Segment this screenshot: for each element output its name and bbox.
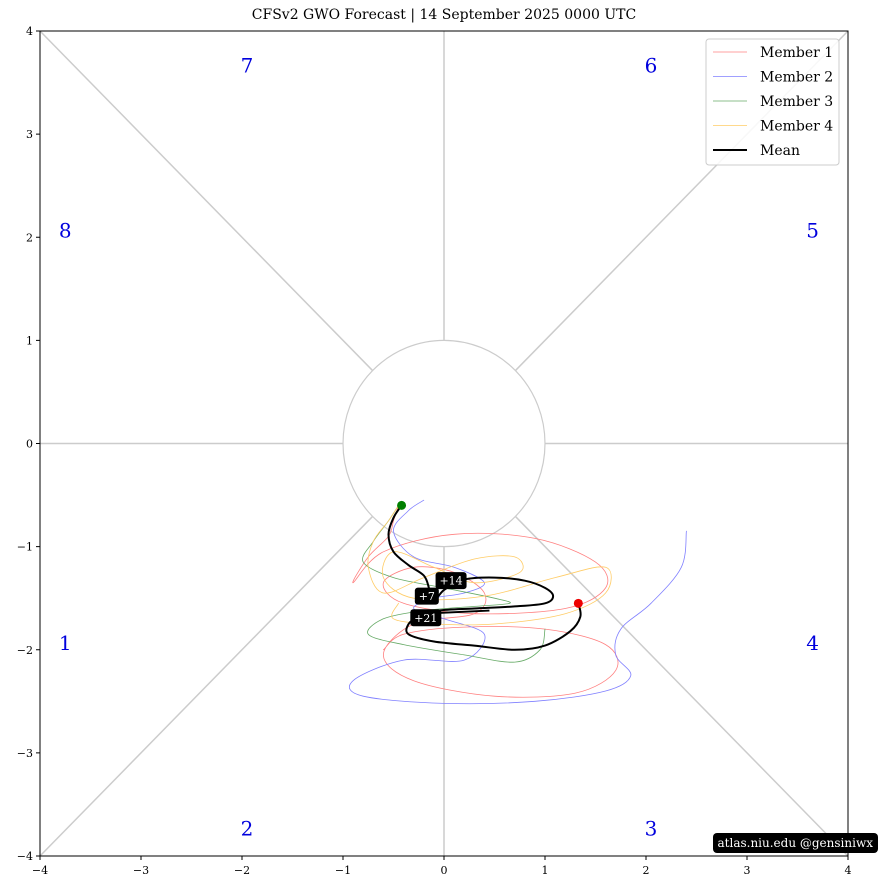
day-label: +7 [414,587,439,605]
legend-entry: Mean [760,143,800,159]
x-tick-label: −3 [133,864,149,877]
phase-label: 3 [645,817,658,841]
chart-title: CFSv2 GWO Forecast | 14 September 2025 0… [251,7,637,23]
day-label-box [410,609,442,627]
unit-circle [342,339,546,548]
day-label-text: +21 [414,612,437,625]
phase-label: 4 [806,631,819,655]
y-tick-label: 2 [26,231,33,244]
day-label: +14 [435,572,467,590]
phase-label: 5 [806,219,819,243]
axes-layer: −4 −3 −2 −1 0 1 2 3 4 −4 −3 −2 −1 0 1 2 3 4 [17,25,852,877]
series-layer [348,499,687,705]
phase-label: 7 [241,54,254,78]
legend-entry: Member 3 [760,94,833,110]
x-tick-label: 0 [441,864,448,877]
phase-label: 8 [59,219,72,243]
x-tick-label: 4 [845,864,852,877]
member-line [367,505,612,626]
member-line [352,505,619,698]
x-tick-label: −1 [335,864,351,877]
day-label-text: +14 [439,575,462,588]
phase-label: 1 [59,631,72,655]
end-point [573,598,583,608]
phase-label: 2 [241,817,254,841]
y-tick-label: 4 [26,25,33,38]
legend: Member 1 Member 2 Member 3 Member 4 Mean [705,38,840,166]
legend-entry: Member 1 [760,45,833,61]
member-line [362,505,546,663]
divider-line [514,515,849,857]
y-tick-label: 3 [26,128,33,141]
day-label-box [435,572,467,590]
y-tick-label: 0 [26,438,33,451]
legend-entry: Member 2 [760,70,833,86]
phase-structure: 1 2 3 4 5 6 7 8 [39,30,849,857]
member-line [348,499,687,705]
legend-entry: Member 4 [760,119,833,135]
y-tick-label: −3 [17,747,33,760]
divider-line [39,515,374,857]
day-label: +21 [410,609,442,627]
mean-line [387,504,582,651]
start-point [397,500,407,510]
day-label-box [414,587,439,605]
y-tick-label: −2 [17,644,33,657]
phase-label: 6 [645,54,658,78]
watermark: atlas.niu.edu @gensiniwx [712,833,878,853]
legend-box [705,38,840,166]
day-label-text: +7 [419,590,435,603]
x-tick-label: −4 [32,864,48,877]
y-tick-label: −4 [17,850,33,863]
x-tick-label: 3 [744,864,751,877]
x-tick-label: −2 [234,864,250,877]
y-tick-label: −1 [17,541,33,554]
y-tick-label: 1 [26,334,33,347]
x-tick-label: 1 [542,864,549,877]
x-tick-label: 2 [643,864,650,877]
divider-line [39,30,374,372]
markers-layer: +7 +14 +21 [397,500,583,627]
